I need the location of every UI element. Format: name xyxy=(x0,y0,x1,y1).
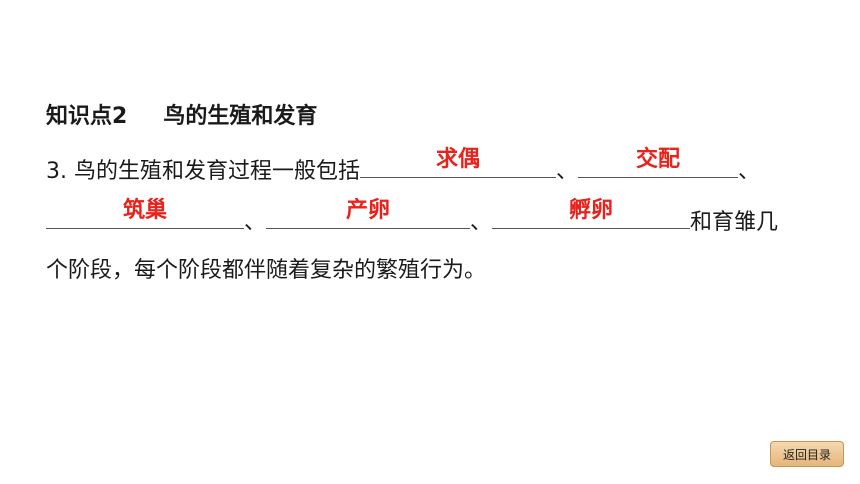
answer-blank-1: 求偶 xyxy=(360,147,557,178)
answer-5: 孵卵 xyxy=(569,198,614,223)
answer-blank-5: 孵卵 xyxy=(492,198,691,229)
separator: 、 xyxy=(244,210,267,235)
knowledge-point-label: 知识点2 xyxy=(46,104,128,129)
answer-blank-3: 筑巢 xyxy=(46,198,244,229)
separator: 、 xyxy=(556,159,579,184)
section-heading: 知识点2 鸟的生殖和发育 xyxy=(46,102,317,132)
answer-blank-4: 产卵 xyxy=(266,198,471,229)
answer-3: 筑巢 xyxy=(122,198,167,223)
question-line-2: 筑巢 、 产卵 、 孵卵 和育雏几 xyxy=(46,198,779,238)
answer-2: 交配 xyxy=(636,147,681,172)
separator: 、 xyxy=(738,159,761,184)
question-intro: 鸟的生殖和发育过程一般包括 xyxy=(74,159,361,184)
back-to-contents-button[interactable]: 返回目录 xyxy=(770,441,844,467)
separator: 、 xyxy=(470,210,493,235)
question-tail: 和育雏几 xyxy=(690,210,779,235)
section-title: 鸟的生殖和发育 xyxy=(163,104,318,129)
answer-4: 产卵 xyxy=(346,198,391,223)
question-line-3: 个阶段，每个阶段都伴随着复杂的繁殖行为。 xyxy=(46,258,487,283)
question-line-1: 3. 鸟的生殖和发育过程一般包括 求偶 、 交配 、 xyxy=(46,147,761,187)
answer-1: 求偶 xyxy=(436,147,481,172)
question-number: 3. xyxy=(46,159,67,184)
answer-blank-2: 交配 xyxy=(578,147,739,178)
